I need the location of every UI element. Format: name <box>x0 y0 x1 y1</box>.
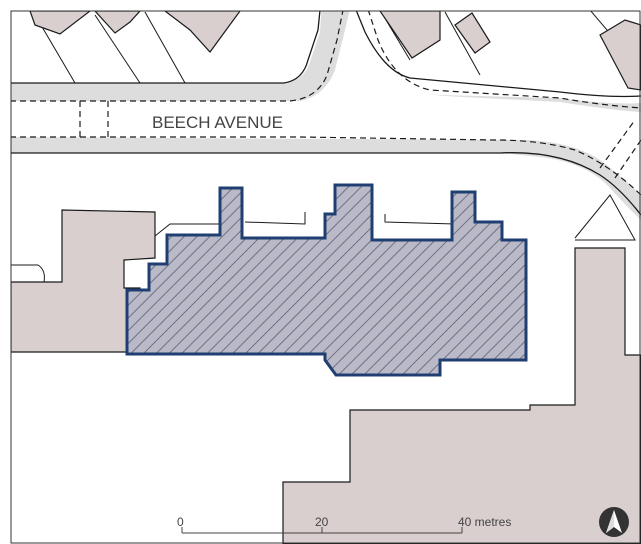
road-kerb <box>11 152 641 216</box>
building <box>599 19 641 91</box>
road-name-label: BEECH AVENUE <box>152 113 283 132</box>
road-edge-dashed <box>79 101 109 137</box>
building <box>11 209 156 353</box>
building <box>379 11 441 59</box>
scale-tick-40: 40 metres <box>458 515 511 529</box>
boundary-line <box>154 212 456 238</box>
map-frame <box>10 10 641 544</box>
building <box>454 12 491 54</box>
building <box>94 11 141 34</box>
scale-bar: 0 20 40 metres <box>177 515 511 534</box>
site-boundary <box>125 183 528 377</box>
scale-tick-20: 20 <box>315 515 329 529</box>
road-kerb <box>355 11 641 98</box>
road-edge-dashed <box>11 11 344 102</box>
building <box>282 247 641 544</box>
scale-tick-0: 0 <box>177 515 184 529</box>
building <box>164 11 241 53</box>
road-edge-dashed <box>367 11 641 109</box>
road-edge-dashed <box>599 119 641 179</box>
boundary-line <box>11 264 45 283</box>
north-arrow-icon <box>599 507 629 537</box>
carriageway <box>11 11 641 195</box>
boundary-line <box>37 11 641 84</box>
road-edge-dashed <box>11 136 641 196</box>
boundary-line <box>574 194 636 241</box>
road-kerb <box>11 11 321 84</box>
building <box>29 11 91 35</box>
